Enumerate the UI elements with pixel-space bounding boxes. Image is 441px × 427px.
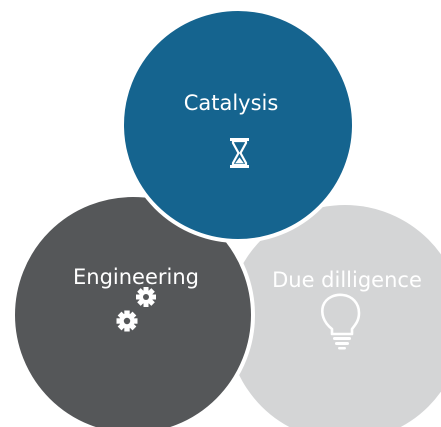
engineering-circle <box>11 193 255 427</box>
lightbulb-icon <box>320 293 361 350</box>
due-diligence-label: Due dilligence <box>272 268 422 292</box>
gears-icon <box>116 287 156 332</box>
due-diligence-circle <box>227 205 441 427</box>
due-diligence-circle-group <box>227 205 441 427</box>
catalysis-label: Catalysis <box>184 91 279 115</box>
engineering-circle-group <box>11 193 255 427</box>
engineering-label: Engineering <box>73 265 199 289</box>
catalysis-circle-group <box>120 7 356 243</box>
hourglass-icon <box>230 138 249 168</box>
catalysis-circle <box>120 7 356 243</box>
